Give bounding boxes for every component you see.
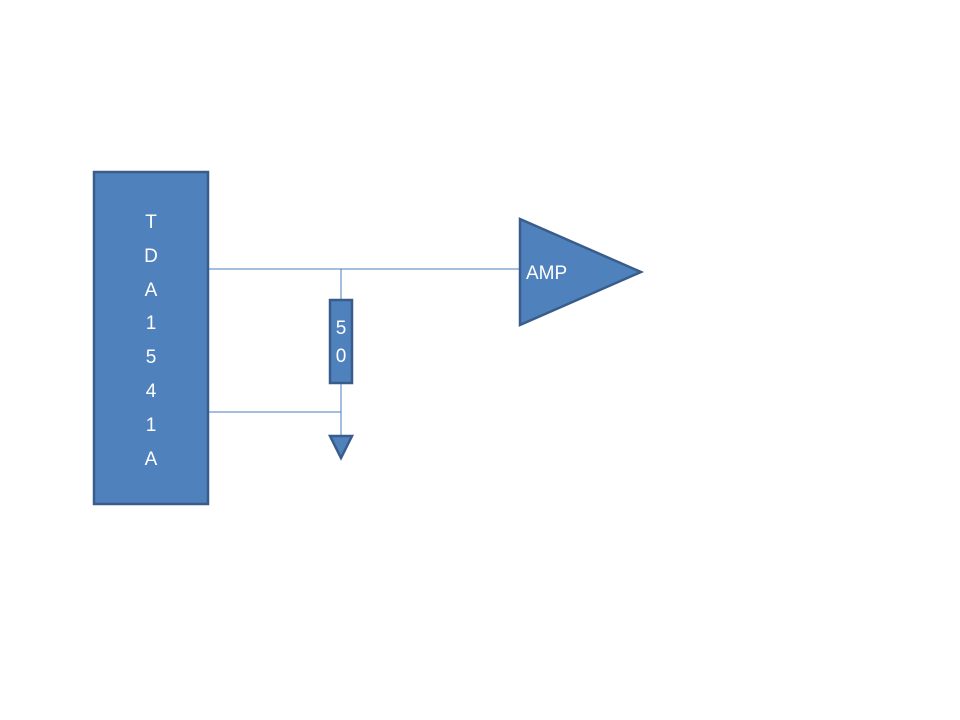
chip-label-char: D: [144, 246, 158, 267]
resistor-50: [328, 298, 354, 385]
resistor-label-char: 5: [336, 318, 347, 339]
resistor-label-char: 0: [336, 346, 347, 367]
chip-label-char: 1: [146, 415, 157, 436]
chip-label-char: 1: [146, 313, 157, 334]
chip-label-char: A: [145, 280, 158, 301]
chip-label-char: 5: [146, 347, 157, 368]
amplifier-triangle: [518, 217, 645, 327]
chip-label-char: 4: [146, 381, 157, 402]
amplifier-label: AMP: [526, 263, 567, 284]
chip-label-char: T: [145, 212, 157, 233]
chip-label-char: A: [145, 449, 158, 470]
chip-block: [92, 170, 210, 506]
ground-triangle-icon: [327, 434, 355, 461]
chip-label: T D A 1 5 4 1 A: [144, 212, 158, 470]
